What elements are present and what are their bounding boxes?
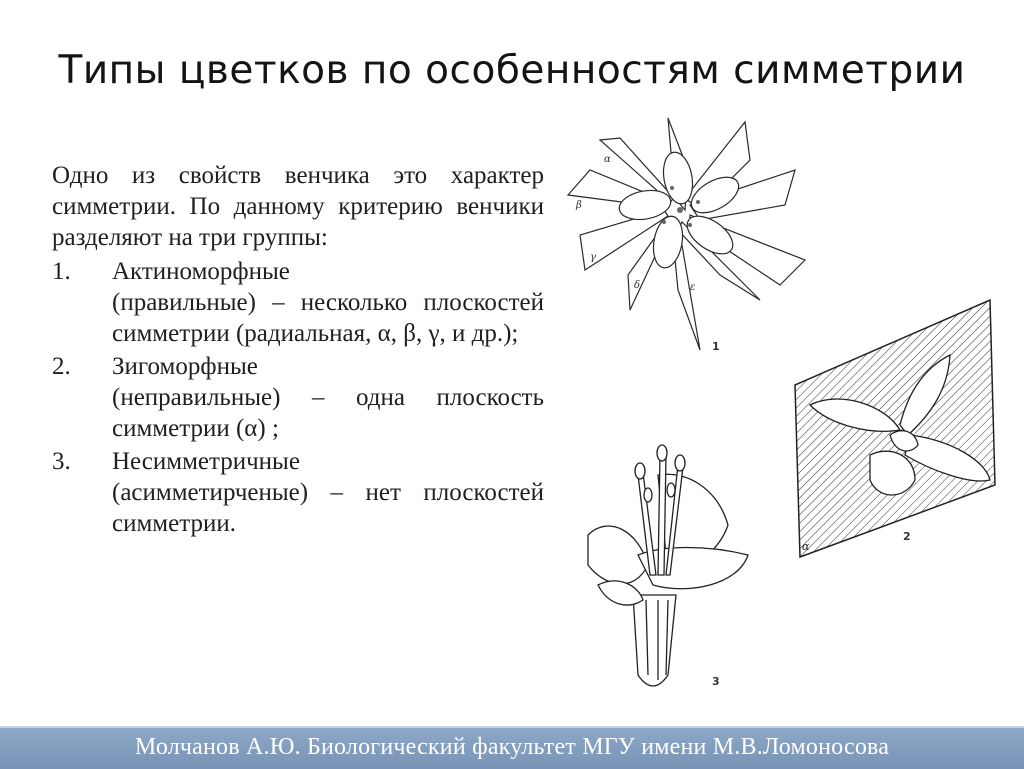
orchid-flower-icon: α: [794, 298, 996, 559]
zygomorphic-flower-icon: [587, 444, 749, 687]
plane-label-epsilon: ε: [690, 282, 695, 293]
footer-bar: Молчанов А.Ю. Биологический факультет МГ…: [0, 726, 1024, 769]
list-item-term: Зигоморфные: [112, 353, 258, 380]
actinomorphic-flower-figure: α β γ δ ε 1: [560, 110, 830, 360]
list-item-number: 1.: [52, 258, 71, 285]
plane-label-alpha-2: α: [802, 540, 810, 553]
list-item-term: Актиноморфные: [112, 258, 290, 285]
list-item-number: 2.: [52, 353, 71, 380]
slide-body: Одно из свойств венчика это характер сим…: [52, 160, 544, 541]
figure-number-3: 3: [712, 675, 720, 688]
symmetry-types-list: 1. Актиноморфные (правильные) – нескольк…: [52, 256, 544, 539]
list-item-description: (асимметирченые) – нет плоскостей симмет…: [112, 479, 544, 537]
list-item: 1. Актиноморфные (правильные) – нескольк…: [52, 256, 544, 349]
slide-title: Типы цветков по особенностям симметрии: [58, 48, 966, 93]
asymmetric-flower-figure: α 2: [790, 295, 1005, 560]
figure-number-2: 2: [903, 530, 911, 543]
figure-number-1: 1: [712, 340, 720, 353]
zygomorphic-flower-figure: 3: [578, 435, 758, 700]
intro-paragraph: Одно из свойств венчика это характер сим…: [52, 162, 544, 251]
list-item: 2. Зигоморфные (неправильные) – одна пло…: [52, 351, 544, 444]
list-item-term: Несимметричные: [112, 448, 300, 475]
list-item-description: (правильные) – несколько плоскостей симм…: [112, 289, 544, 347]
list-item: 3. Несимметричные (асимметирченые) – нет…: [52, 446, 544, 539]
list-item-description: (неправильные) – одна плоскость симметри…: [112, 384, 544, 442]
plane-label-gamma: γ: [590, 252, 596, 263]
footer-text: Молчанов А.Ю. Биологический факультет МГ…: [134, 734, 890, 760]
plane-label-alpha: α: [604, 154, 611, 165]
list-item-number: 3.: [52, 448, 71, 475]
actinomorphic-flower-icon: α β γ δ ε: [566, 117, 807, 351]
plane-label-delta: δ: [634, 280, 640, 291]
plane-label-beta: β: [575, 200, 582, 211]
